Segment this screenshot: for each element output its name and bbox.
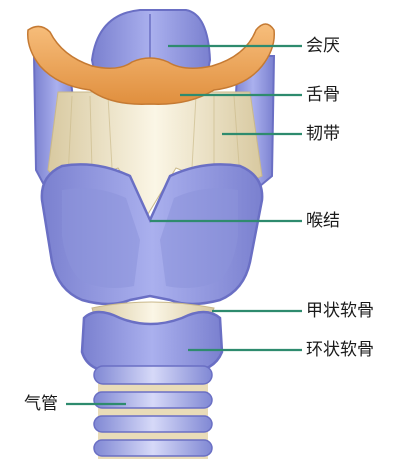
label-ligament: 韧带 xyxy=(306,124,340,144)
label-hyoid-bone: 舌骨 xyxy=(306,85,340,105)
label-cricoid-cartilage: 环状软骨 xyxy=(306,340,374,360)
label-thyroid-cartilage: 甲状软骨 xyxy=(306,301,374,321)
label-laryngeal-prominence: 喉结 xyxy=(306,211,340,231)
trachea-shape xyxy=(94,366,212,459)
label-epiglottis: 会厌 xyxy=(306,36,340,56)
label-trachea: 气管 xyxy=(24,394,58,414)
